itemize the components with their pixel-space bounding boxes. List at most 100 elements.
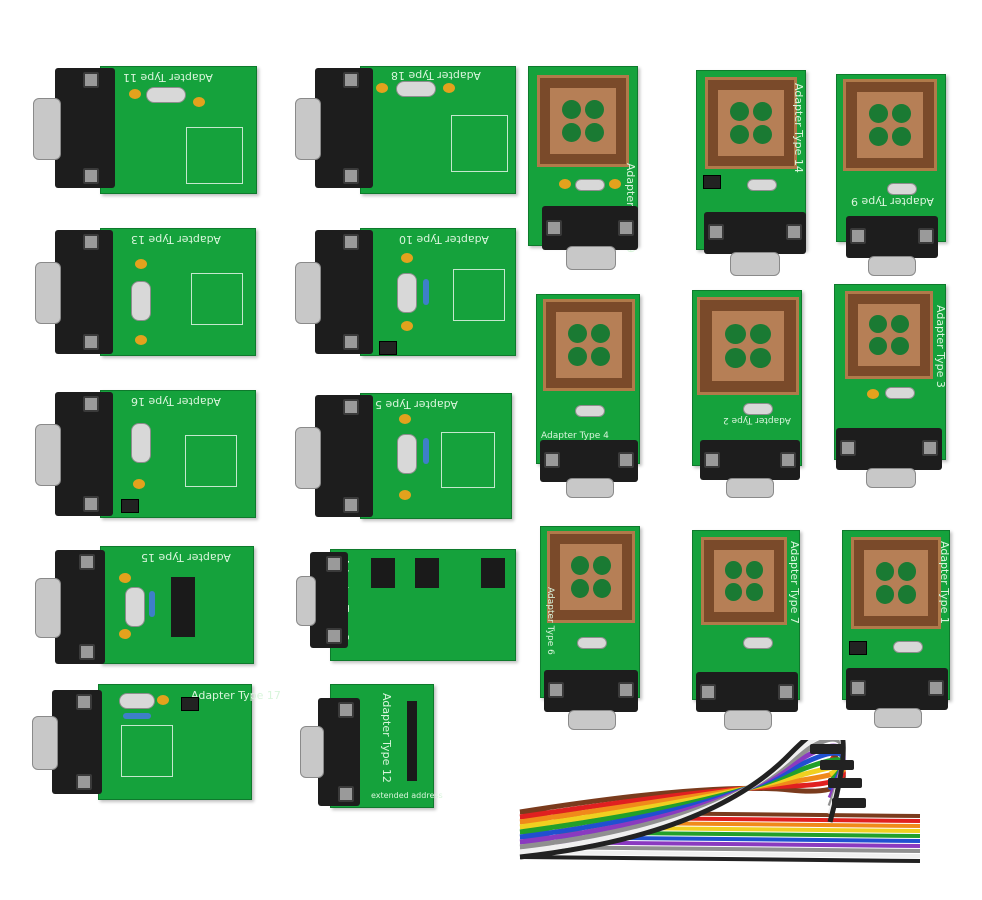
db9-connector — [35, 230, 113, 354]
adapter-board-type-4: Adapter Type 4 — [536, 294, 640, 464]
crystal — [885, 387, 915, 399]
adapter-board-type-13: Adapter Type 13 — [100, 228, 256, 356]
db9-connector — [32, 690, 102, 794]
board-label: Adapter Type 9 — [851, 195, 934, 208]
jumper — [121, 499, 139, 513]
cable-strand-flat — [519, 850, 921, 858]
adapter-board-type-17: Adapter Type 17 — [98, 684, 281, 800]
ic-socket — [371, 558, 395, 588]
crystal — [575, 405, 605, 417]
db9-connector — [33, 68, 115, 188]
db9-connector — [542, 206, 638, 270]
resistor — [123, 713, 151, 719]
db9-connector — [704, 212, 806, 276]
crystal — [146, 87, 186, 103]
adapter-board-type-19: Adapter Type 19 — [528, 66, 638, 253]
capacitor — [133, 479, 145, 489]
trace — [186, 127, 243, 184]
db9-connector — [300, 698, 360, 806]
db9-connector — [295, 68, 373, 188]
trace — [121, 725, 173, 777]
capacitor — [157, 695, 169, 705]
db9-connector — [296, 552, 348, 648]
crystal — [397, 434, 417, 474]
crystal — [131, 281, 151, 321]
dupont-plug — [810, 744, 844, 754]
trace — [441, 432, 495, 488]
plcc-socket — [697, 297, 799, 395]
crystal — [577, 637, 607, 649]
db9-connector — [35, 392, 113, 516]
jumper — [379, 341, 397, 355]
capacitor — [193, 97, 205, 107]
crystal — [397, 273, 417, 313]
adapter-board-type-2: Adapter Type 2 — [692, 290, 802, 466]
adapter-board-type-6: Adapter Type 6 — [540, 526, 640, 698]
dupont-plug — [832, 798, 866, 808]
db9-connector — [295, 395, 373, 517]
board-label: Adapter Type 14 — [792, 83, 805, 173]
ribbon-cable — [519, 740, 921, 863]
db9-connector — [836, 428, 942, 488]
crystal — [743, 637, 773, 649]
trace — [451, 115, 508, 172]
crystal — [575, 179, 605, 191]
capacitor — [401, 253, 413, 263]
board-label: Adapter Type 17 — [191, 689, 281, 702]
capacitor — [376, 83, 388, 93]
capacitor — [399, 490, 411, 500]
cable-strand-flat — [519, 855, 921, 863]
board-label: Adapter Type 12 — [380, 693, 393, 783]
capacitor — [135, 335, 147, 345]
jumper — [849, 641, 867, 655]
pin-header — [407, 701, 417, 781]
board-label: Adapter Type 6 — [545, 587, 555, 655]
adapter-board-type-16: Adapter Type 16 — [100, 390, 256, 518]
board-label: Adapter Type 16 — [131, 395, 221, 408]
ic-chip — [171, 577, 195, 637]
ic-socket — [415, 558, 439, 588]
crystal — [743, 403, 773, 415]
crystal — [887, 183, 917, 195]
adapter-board-type-18: Adapter Type 18 — [360, 66, 516, 194]
crystal — [747, 179, 777, 191]
adapter-board-type-10: Adapter Type 10 — [360, 228, 516, 356]
ic-socket — [481, 558, 505, 588]
board-label: Adapter Type 13 — [131, 233, 221, 246]
capacitor — [867, 389, 879, 399]
db9-connector — [700, 440, 800, 498]
capacitor — [119, 629, 131, 639]
plcc-socket — [701, 537, 787, 625]
board-label: Adapter Type 7 — [788, 541, 801, 624]
capacitor — [135, 259, 147, 269]
board-label: Adapter Type 1 — [938, 541, 951, 624]
capacitor — [609, 179, 621, 189]
board-label: Adapter Type 11 — [123, 71, 213, 84]
board-footer-label: extended address — [371, 791, 443, 800]
capacitor — [399, 414, 411, 424]
crystal — [119, 693, 155, 709]
capacitor — [129, 89, 141, 99]
board-label: Adapter Type 2 — [723, 415, 791, 425]
jumper — [181, 697, 199, 711]
crystal — [131, 423, 151, 463]
capacitor — [443, 83, 455, 93]
db9-connector — [544, 670, 638, 730]
db9-connector — [696, 672, 798, 730]
trace — [453, 269, 505, 321]
board-label: Adapter Type 5 — [375, 398, 458, 411]
db9-connector — [35, 550, 105, 664]
board-label: Adapter Type 4 — [541, 431, 609, 441]
crystal — [396, 81, 436, 97]
adapter-board-type-7: Adapter Type 7 — [692, 530, 801, 700]
capacitor — [559, 179, 571, 189]
crystal — [893, 641, 923, 653]
adapter-board-type-15: Adapter Type 15 — [100, 546, 254, 664]
adapter-board-type-8: Adapter Type 8 — [330, 549, 516, 661]
adapter-board-type-9: Adapter Type 9 — [836, 74, 946, 242]
resistor — [423, 279, 429, 305]
trace — [185, 435, 237, 487]
adapter-board-type-11: Adapter Type 11 — [100, 66, 257, 194]
resistor — [149, 591, 155, 617]
board-label: Adapter Type 15 — [141, 551, 231, 564]
